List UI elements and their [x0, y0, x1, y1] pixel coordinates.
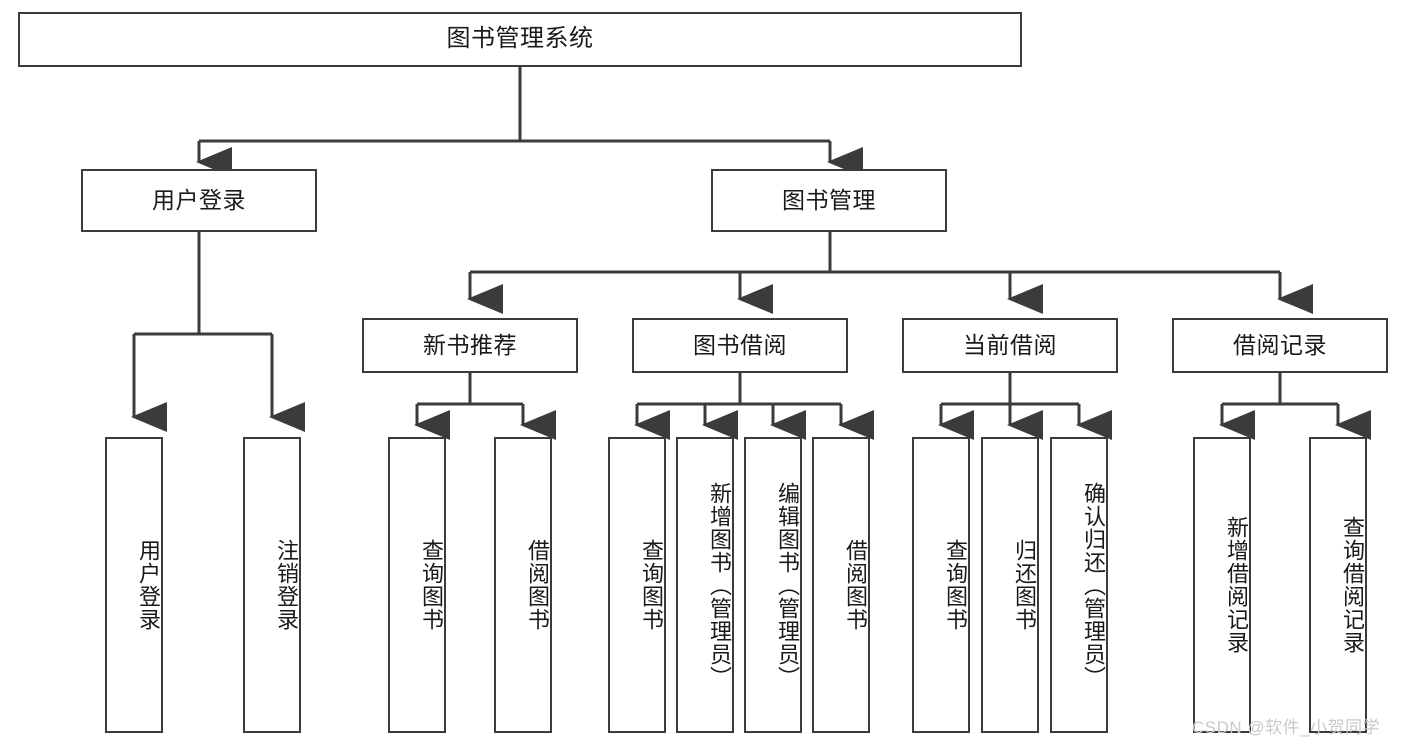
node-leaf-borrow-book-2-label: 借阅图书 [843, 539, 868, 631]
node-leaf-borrow-book-2[interactable]: 借阅图书 [812, 437, 870, 733]
node-book-manage[interactable]: 图书管理 [711, 169, 947, 232]
node-leaf-user-login[interactable]: 用户登录 [105, 437, 163, 733]
node-leaf-query-book-1[interactable]: 查询图书 [388, 437, 446, 733]
node-leaf-query-book-3-label: 查询图书 [943, 539, 968, 631]
node-leaf-return-book-label: 归还图书 [1012, 539, 1037, 631]
node-leaf-add-book-admin-label: 新增图书（管理员） [707, 481, 732, 689]
node-book-borrow-label: 图书借阅 [693, 331, 787, 358]
node-leaf-logout-login-label: 注销登录 [274, 539, 299, 631]
node-root-label: 图书管理系统 [446, 25, 594, 53]
node-leaf-add-borrow-record-label: 新增借阅记录 [1224, 516, 1249, 654]
node-root[interactable]: 图书管理系统 [18, 12, 1022, 67]
node-leaf-query-book-3[interactable]: 查询图书 [912, 437, 970, 733]
node-leaf-query-borrow-record-label: 查询借阅记录 [1340, 516, 1365, 654]
node-current-borrow[interactable]: 当前借阅 [902, 318, 1118, 373]
node-leaf-query-borrow-record[interactable]: 查询借阅记录 [1309, 437, 1367, 733]
node-leaf-logout-login[interactable]: 注销登录 [243, 437, 301, 733]
node-new-book-recommend-label: 新书推荐 [423, 331, 517, 358]
node-new-book-recommend[interactable]: 新书推荐 [362, 318, 578, 373]
node-book-manage-label: 图书管理 [782, 186, 876, 213]
node-borrow-record-label: 借阅记录 [1233, 331, 1327, 358]
node-current-borrow-label: 当前借阅 [963, 331, 1057, 358]
node-leaf-user-login-label: 用户登录 [136, 539, 161, 631]
node-leaf-confirm-return-admin-label: 确认归还（管理员） [1081, 481, 1106, 689]
node-leaf-add-book-admin[interactable]: 新增图书（管理员） [676, 437, 734, 733]
node-borrow-record[interactable]: 借阅记录 [1172, 318, 1388, 373]
node-leaf-return-book[interactable]: 归还图书 [981, 437, 1039, 733]
node-leaf-query-book-2-label: 查询图书 [639, 539, 664, 631]
node-leaf-query-book-1-label: 查询图书 [419, 539, 444, 631]
node-leaf-borrow-book-1-label: 借阅图书 [525, 539, 550, 631]
node-user-login-label: 用户登录 [152, 186, 246, 213]
node-leaf-confirm-return-admin[interactable]: 确认归还（管理员） [1050, 437, 1108, 733]
node-leaf-edit-book-admin-label: 编辑图书（管理员） [775, 481, 800, 689]
node-user-login[interactable]: 用户登录 [81, 169, 317, 232]
node-book-borrow[interactable]: 图书借阅 [632, 318, 848, 373]
node-leaf-edit-book-admin[interactable]: 编辑图书（管理员） [744, 437, 802, 733]
node-leaf-query-book-2[interactable]: 查询图书 [608, 437, 666, 733]
node-leaf-add-borrow-record[interactable]: 新增借阅记录 [1193, 437, 1251, 733]
node-leaf-borrow-book-1[interactable]: 借阅图书 [494, 437, 552, 733]
